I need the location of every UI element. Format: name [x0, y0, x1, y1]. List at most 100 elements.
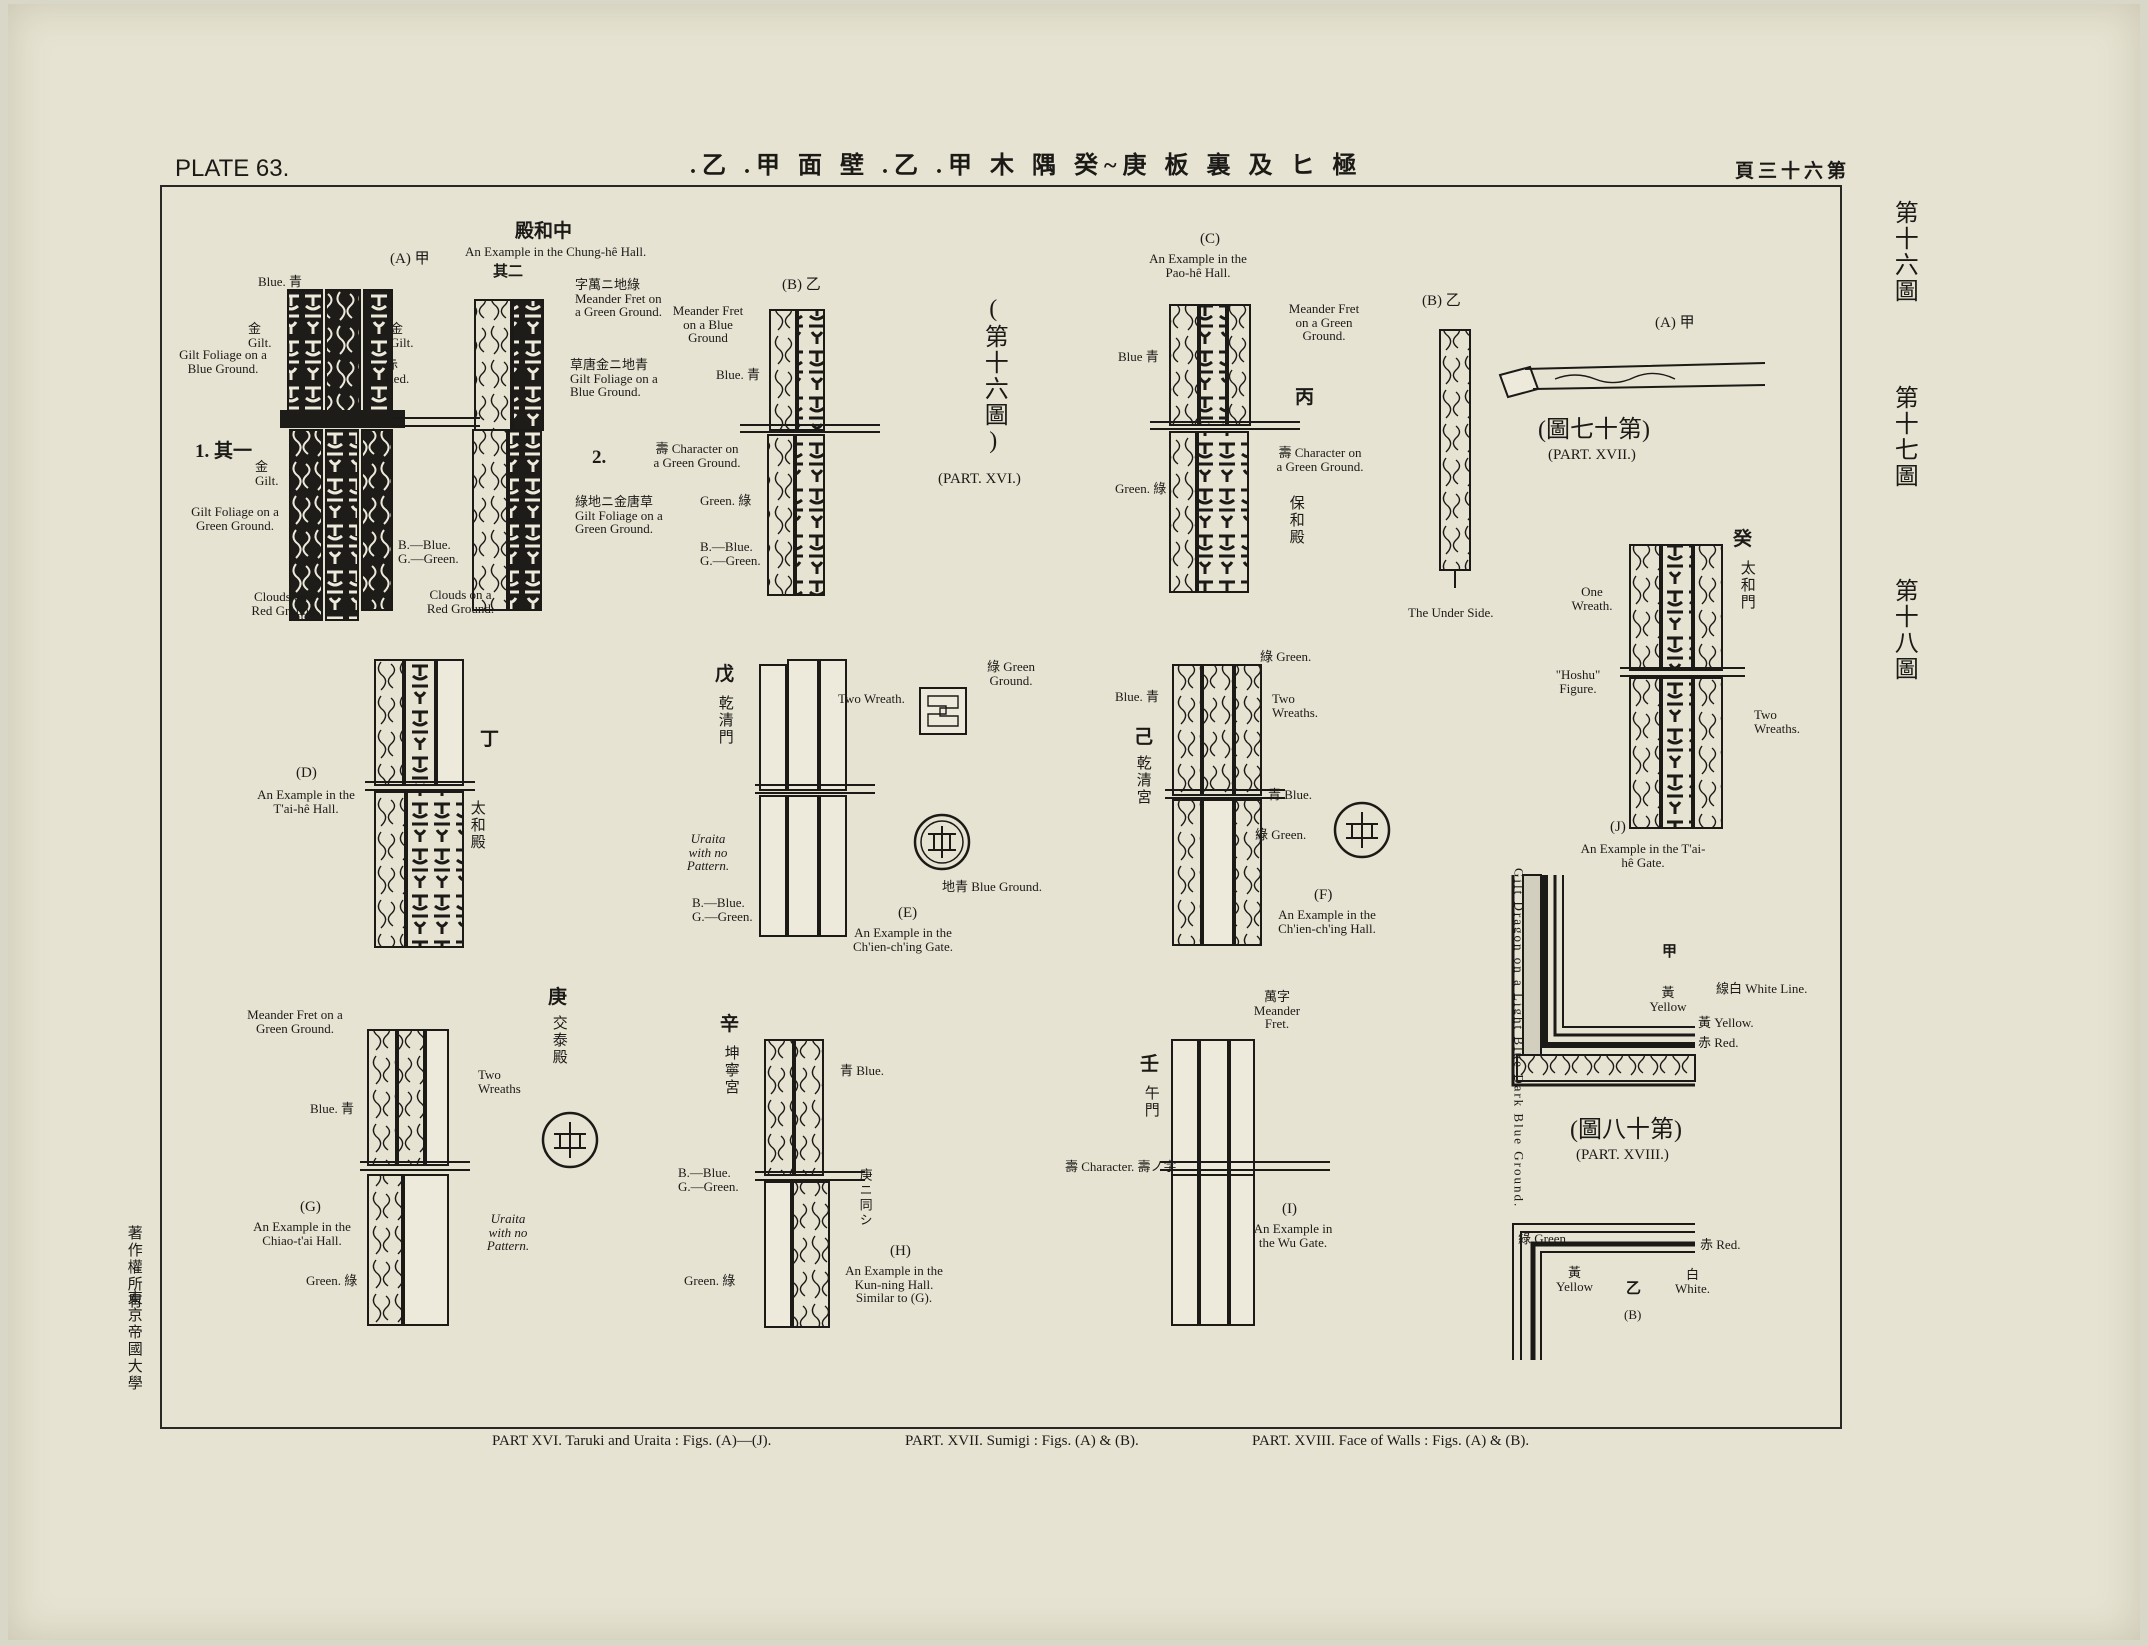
fig-f-medallion — [1333, 801, 1391, 859]
fig-e-label: (E) — [898, 905, 918, 921]
figure-h-drawing — [755, 1039, 865, 1328]
footer-part18: PART. XVIII. Face of Walls : Figs. (A) &… — [1252, 1433, 1530, 1449]
fig-a-blue: Blue. 青 — [258, 274, 303, 289]
fig-a-gilt-1: 金 Gilt. — [248, 321, 272, 350]
fig-f-two-wreaths: Two Wreaths. — [1272, 691, 1319, 720]
fig-f-blue-top: Blue. 青 — [1115, 689, 1160, 704]
fig-c-hall-jp: 保和殿 — [1287, 495, 1304, 546]
fig-e-green-ground: 綠 Green Ground. — [986, 659, 1035, 688]
figure-d-drawing — [365, 659, 475, 948]
part16-title-en: (PART. XVI.) — [938, 471, 1021, 487]
fig-18a-white-line: 線白 White Line. — [1716, 981, 1808, 996]
fig-a-label: (A) 甲 — [390, 251, 430, 267]
figure-j-drawing — [1620, 544, 1745, 829]
fig-g-uraita: Uraita with no Pattern. — [486, 1211, 530, 1254]
fig-i-gate-en: An Example in the Wu Gate. — [1253, 1221, 1333, 1250]
figure-b-drawing — [740, 309, 880, 596]
fig-h-hall-en: An Example in the Kun-ning Hall. Similar… — [845, 1263, 943, 1306]
fig-a-hall-jp: 殿和中 — [515, 221, 573, 242]
part18-title-jp: (圖八十第) — [1570, 1117, 1682, 1143]
fig-17b-under-side: The Under Side. — [1408, 605, 1494, 620]
fig-j-gate-jp: 太和門 — [1738, 560, 1755, 611]
fig-h-blue: 青 Blue. — [840, 1063, 885, 1078]
fig-b-label: (B) 乙 — [782, 277, 821, 293]
fig-e-gate-en: An Example in the Ch'ien-ch'ing Gate. — [853, 925, 953, 954]
fig-h-green: Green. 綠 — [684, 1273, 736, 1288]
publisher-name: 東京帝國大學 — [125, 1290, 142, 1392]
fig-b-g-green: G.—Green. — [700, 553, 761, 568]
fig-18a-yellow: 黃 Yellow — [1649, 985, 1687, 1014]
fig-e-wu: 戊 — [715, 664, 735, 685]
fig-17a-label: (A) 甲 — [1655, 315, 1695, 331]
fig-e-medallion — [913, 813, 971, 871]
figure-i-drawing — [1160, 1039, 1330, 1326]
fig-a-two-jp: 其二 — [493, 264, 524, 280]
fig-d-label: (D) — [296, 765, 317, 781]
side-label-17: 第十七圖 — [1890, 385, 1917, 489]
fig-a-red: 赤 Red. — [385, 357, 410, 386]
fig-g-label: (G) — [300, 1199, 321, 1215]
fig-h-same: 庚ニ同シ — [857, 1168, 873, 1228]
fig-17b-label: (B) 乙 — [1422, 293, 1461, 309]
fig-g-two-wreaths: Two Wreaths — [478, 1067, 521, 1096]
fig-g-blue: Blue. 青 — [310, 1101, 355, 1116]
fig-c-blue: Blue 青 — [1118, 349, 1159, 364]
footer-part17: PART. XVII. Sumigi : Figs. (A) & (B). — [905, 1433, 1139, 1449]
fig-a-g-green: G.—Green. — [398, 551, 459, 566]
fig-h-b-blue: B.—Blue. — [678, 1165, 731, 1180]
fig-e-g-green: G.—Green. — [692, 909, 753, 924]
fig-i-char: 壽 Character. 壽ノ字 — [1065, 1159, 1177, 1174]
fig-e-gate-jp: 乾清門 — [716, 695, 733, 746]
fig-c-char: 壽 Character on a Green Ground. — [1276, 445, 1364, 474]
fig-c-green: Green. 綠 — [1115, 481, 1167, 496]
fig-b-char: 壽 Character on a Green Ground. — [653, 441, 741, 470]
fig-a-meander-green: 字萬ニ地綠 Meander Fret on a Green Ground. — [575, 277, 662, 320]
plate-title-jp: .乙 .甲 面 壁 .乙 .甲 木 隅 癸~庚 板 裏 及 ヒ 極 — [690, 153, 1363, 179]
fig-18a-red: 赤 Red. — [1698, 1035, 1739, 1050]
fig-g-medallion — [541, 1111, 599, 1169]
fig-18b-green: 綠 Green. — [1518, 1231, 1570, 1246]
fig-e-blue-ground: 地青 Blue Ground. — [942, 879, 1043, 894]
fig-g-meander: Meander Fret on a Green Ground. — [247, 1007, 343, 1036]
fig-h-xin: 辛 — [720, 1014, 740, 1035]
fig-d-hall-jp: 太和殿 — [468, 800, 485, 851]
fig-a-gilt-foliage-blue: Gilt Foliage on a Blue Ground. — [179, 347, 267, 376]
part17-title-en: (PART. XVII.) — [1548, 447, 1636, 463]
fig-h-g-green: G.—Green. — [678, 1179, 739, 1194]
plate-frame — [160, 185, 1842, 1429]
fig-e-uraita: Uraita with no Pattern. — [686, 831, 730, 874]
fig-g-hall-en: An Example in the Chiao-t'ai Hall. — [253, 1219, 351, 1248]
footer-part16: PART XVI. Taruki and Uraita : Figs. (A)—… — [492, 1433, 772, 1449]
fig-h-label: (H) — [890, 1243, 911, 1259]
plate-paper — [8, 4, 2140, 1640]
fig-c-label: (C) — [1200, 231, 1220, 247]
figure-18b-drawing — [1512, 1223, 1695, 1360]
fig-e-b-blue: B.—Blue. — [692, 895, 745, 910]
figure-17b-drawing — [1439, 329, 1471, 588]
fig-j-label: (J) — [1610, 819, 1626, 835]
fig-f-ji: 己 — [1134, 727, 1154, 748]
fig-b-blue: Blue. 青 — [716, 367, 761, 382]
fig-18b-label-en: (B) — [1624, 1307, 1642, 1322]
fig-18b-white: 白 White. — [1674, 1267, 1710, 1296]
fig-d-hall-en: An Example in the T'ai-hê Hall. — [257, 787, 355, 816]
fig-j-one-wreath: One Wreath. — [1571, 584, 1613, 613]
side-label-18: 第十八圖 — [1890, 578, 1917, 682]
plate-number: PLATE 63. — [175, 155, 290, 182]
fig-18a-note: Gilt Dragon on a Light Blue Dark Blue Gr… — [1511, 868, 1527, 1209]
fig-18a-label: 甲 — [1662, 944, 1678, 960]
fig-f-hall-jp: 乾清宮 — [1134, 755, 1151, 806]
fig-a-one: 1. 其一 — [195, 441, 253, 462]
fig-h-hall-jp: 坤寧宮 — [722, 1045, 739, 1096]
fig-a-clouds-2: Clouds on a Red Ground. — [426, 587, 495, 616]
fig-c-meander: Meander Fret on a Green Ground. — [1288, 301, 1360, 344]
fig-f-green: 綠 Green. — [1260, 649, 1312, 664]
fig-d-ding: 丁 — [480, 729, 500, 750]
fig-i-label: (I) — [1282, 1201, 1297, 1217]
fig-a-gilt-foliage-blue-2: 草唐金ニ地青 Gilt Foliage on a Blue Ground. — [570, 357, 658, 400]
fig-b-meander: Meander Fret on a Blue Ground — [672, 303, 744, 346]
fig-a-gilt-2: 金 Gilt. — [390, 321, 414, 350]
fig-j-hoshu: "Hoshu" Figure. — [1555, 667, 1601, 696]
page-number-jp: 頁三十六第 — [1735, 161, 1851, 182]
fig-j-gate-en: An Example in the T'ai-hê Gate. — [1580, 841, 1706, 870]
